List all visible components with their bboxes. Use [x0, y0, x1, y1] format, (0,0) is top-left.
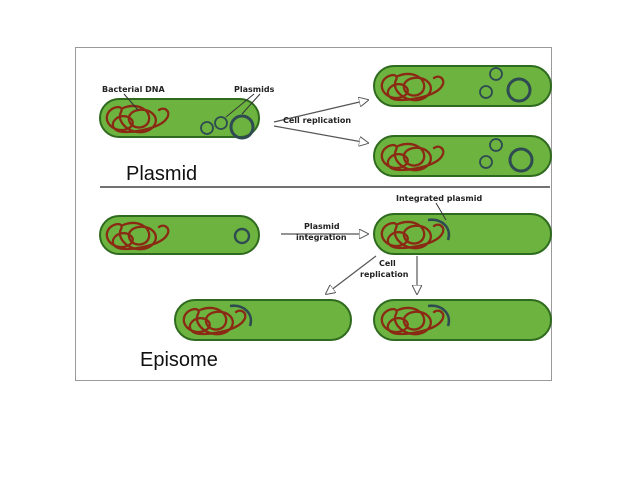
- daughter-cell-episome-2: [373, 299, 552, 341]
- episome-section-title: Episome: [140, 349, 218, 371]
- cell-replication-label-bottom-1: Cell: [379, 259, 396, 268]
- bacterial-dna-label: Bacterial DNA: [102, 85, 165, 94]
- large-plasmid-ring: [508, 147, 534, 173]
- plasmid-episome-diagram: Bacterial DNA Plasmids Cell replication …: [75, 47, 552, 381]
- cell-replication-label-bottom-2: replication: [360, 270, 409, 279]
- large-plasmid-ring: [506, 77, 532, 103]
- small-plasmid-ring: [200, 121, 214, 135]
- integrated-cell: [373, 213, 552, 255]
- daughter-cell-plasmid-1: [373, 65, 552, 107]
- integrated-plasmid-pointer: [435, 202, 447, 221]
- daughter-cell-plasmid-2: [373, 135, 552, 177]
- replication-arrow-down: [273, 125, 368, 143]
- large-plasmid-ring: [229, 114, 255, 140]
- replication-arrow-left: [326, 255, 377, 294]
- replication-arrow-up: [273, 100, 368, 123]
- plasmids-pointer-a: [225, 93, 255, 118]
- daughter-cell-episome-1: [174, 299, 352, 341]
- plasmids-pointer-b: [241, 93, 261, 115]
- plasmid-integration-label-2: integration: [296, 233, 347, 242]
- integrated-plasmid-segment: [427, 218, 451, 241]
- integrated-plasmid-segment: [427, 304, 451, 327]
- integrated-plasmid-segment: [229, 304, 253, 327]
- plasmid-integration-label-1: Plasmid: [304, 222, 340, 231]
- small-plasmid-ring: [214, 116, 228, 130]
- integrated-plasmid-label: Integrated plasmid: [396, 194, 482, 203]
- parent-cell-episome: [99, 215, 260, 255]
- small-plasmid-ring: [489, 138, 503, 152]
- small-plasmid-ring: [479, 155, 493, 169]
- small-plasmid-ring: [489, 67, 503, 81]
- cell-replication-label-top: Cell replication: [283, 116, 351, 125]
- bacterial-dna-pointer: [123, 93, 139, 111]
- small-plasmid-ring: [479, 85, 493, 99]
- parent-cell-plasmid: [99, 98, 260, 140]
- plasmids-label: Plasmids: [234, 85, 275, 94]
- plasmid-section-title: Plasmid: [126, 163, 197, 185]
- plasmid-ring: [233, 227, 251, 245]
